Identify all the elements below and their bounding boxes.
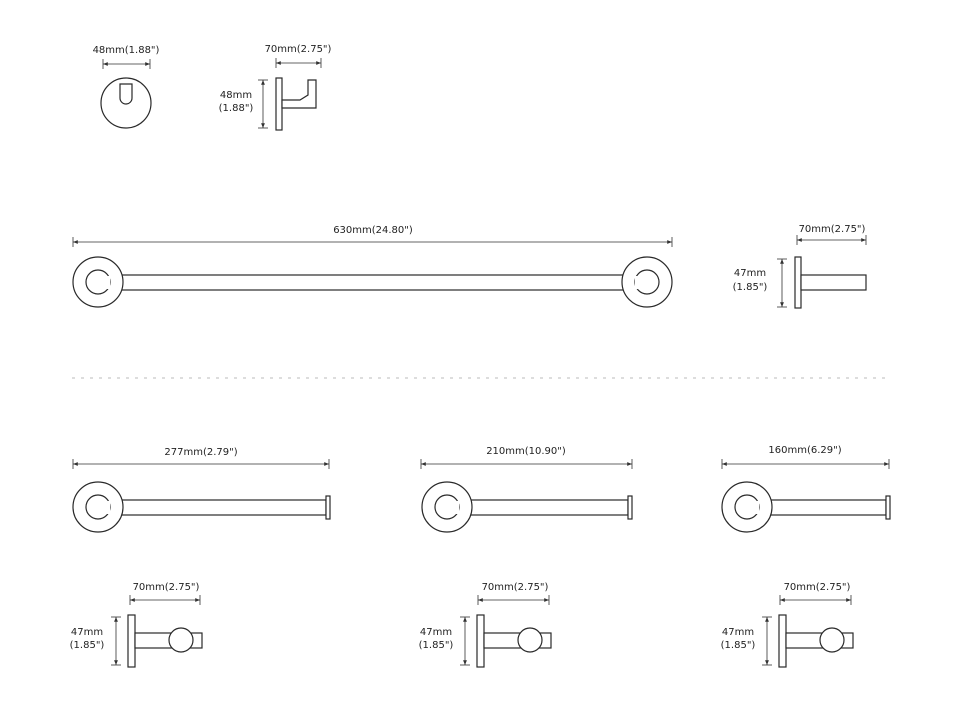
towel-bar-210-height-label-in: (1.85")	[419, 640, 454, 651]
towel-bar-630-wall-plate	[794, 256, 802, 309]
towel-bar-630-rod	[97, 274, 647, 291]
towel-bar-210-wall-plate	[476, 614, 485, 668]
rod-junction-mask	[748, 501, 759, 514]
robe-hook-peg	[119, 83, 133, 105]
towel-bar-210-rod-section	[517, 627, 543, 653]
towel-bar-277-height-label-in: (1.85")	[70, 640, 105, 651]
towel-bar-210-front-view: 210mm(10.90")	[420, 446, 633, 533]
towel-bar-277-rod-section	[168, 627, 194, 653]
towel-bar-160-side-view: 70mm(2.75") 47mm (1.85")	[721, 582, 854, 668]
robe-hook-width-label: 48mm(1.88")	[93, 45, 160, 56]
rod-junction-mask	[635, 276, 646, 289]
rod-junction-mask	[99, 276, 110, 289]
towel-bar-277-end-cap	[325, 495, 331, 520]
towel-bar-210-length-label: 210mm(10.90")	[486, 446, 566, 457]
towel-bar-630-height-label-mm: 47mm	[734, 268, 766, 279]
towel-bar-277-depth-label: 70mm(2.75")	[133, 582, 200, 593]
robe-hook-height-label-in: (1.88")	[219, 103, 254, 114]
towel-bar-210-end-cap	[627, 495, 633, 520]
towel-bar-160-rod-section	[819, 627, 845, 653]
towel-bar-210-height-label-mm: 47mm	[420, 627, 452, 638]
robe-hook-depth-label: 70mm(2.75")	[265, 44, 332, 55]
towel-bar-277-length-label: 277mm(2.79")	[164, 447, 237, 458]
robe-hook-front-view: 48mm(1.88")	[93, 45, 160, 129]
towel-bar-160-front-view: 160mm(6.29")	[721, 445, 891, 533]
towel-bar-160-height-label-mm: 47mm	[722, 627, 754, 638]
robe-hook-side-view: 70mm(2.75") 48mm (1.88")	[219, 44, 332, 131]
towel-bar-277-wall-plate	[127, 614, 136, 668]
robe-hook-arm	[281, 79, 317, 109]
towel-bar-210-depth-label: 70mm(2.75")	[482, 582, 549, 593]
towel-bar-160-end-cap	[885, 495, 891, 520]
towel-bar-160-wall-plate	[778, 614, 787, 668]
towel-bar-210-side-view: 70mm(2.75") 47mm (1.85")	[419, 582, 552, 668]
towel-bar-277-front-view: 277mm(2.79")	[72, 447, 331, 533]
robe-hook-height-label-mm: 48mm	[220, 90, 252, 101]
towel-bar-630-front-view: 630mm(24.80")	[72, 225, 673, 308]
towel-bar-160-depth-label: 70mm(2.75")	[784, 582, 851, 593]
towel-bar-160-height-label-in: (1.85")	[721, 640, 756, 651]
robe-hook-wall-plate	[275, 77, 283, 131]
towel-bar-630-depth-label: 70mm(2.75")	[799, 224, 866, 235]
towel-bar-160-length-label: 160mm(6.29")	[768, 445, 841, 456]
towel-bar-630-height-label-in: (1.85")	[733, 282, 768, 293]
rod-junction-mask	[99, 501, 110, 514]
towel-bar-630-length-label: 630mm(24.80")	[333, 225, 413, 236]
towel-bar-277-height-label-mm: 47mm	[71, 627, 103, 638]
towel-bar-277-rod	[97, 499, 327, 516]
towel-bar-277-side-view: 70mm(2.75") 47mm (1.85")	[70, 582, 203, 668]
towel-bar-630-side-view: 70mm(2.75") 47mm (1.85")	[733, 224, 867, 309]
towel-bar-630-arm	[800, 274, 867, 291]
rod-junction-mask	[448, 501, 459, 514]
towel-bar-210-rod	[446, 499, 629, 516]
